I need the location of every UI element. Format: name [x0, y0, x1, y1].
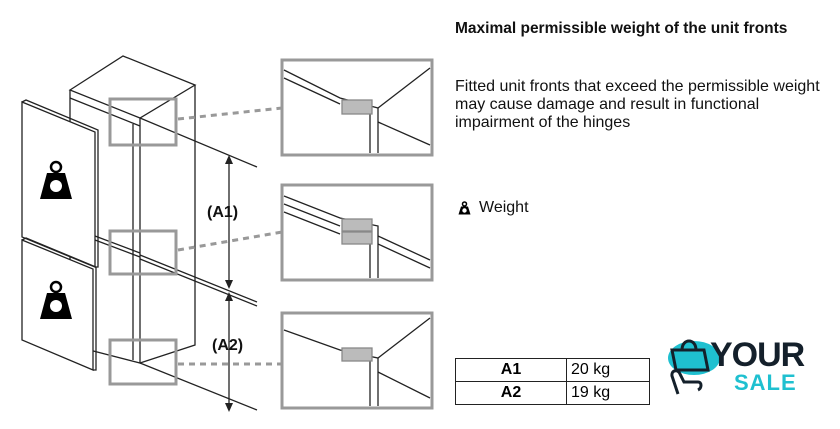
detail-hinge-bottom: [283, 317, 431, 406]
logo-text-sale: SALE: [734, 370, 797, 395]
table-key: A2: [455, 381, 567, 405]
hinge-highlight-bottom: [108, 338, 178, 386]
table-key: A1: [455, 358, 567, 382]
table-value: 20 kg: [566, 358, 650, 382]
table-value: 19 kg: [566, 381, 650, 405]
weight-icon: [40, 280, 72, 319]
yoursale-logo: YOUR SALE: [664, 336, 834, 398]
dimension-label-a2: (A2): [212, 337, 244, 354]
legend-label: Weight: [479, 199, 529, 216]
dimension-arrow-a2: [225, 292, 233, 412]
table-row: A2 19 kg: [455, 381, 650, 405]
logo-text-your: YOUR: [710, 336, 805, 374]
dimension-arrow-a1: [225, 155, 233, 289]
hinge-highlight-top: [108, 97, 178, 147]
weight-icon: [458, 201, 471, 215]
dimension-label-a1: (A1): [207, 204, 239, 221]
weight-icon: [40, 160, 72, 199]
cabinet-body: [68, 55, 197, 364]
description-text: Fitted unit fronts that exceed the permi…: [455, 78, 820, 131]
detail-hinge-top: [283, 67, 431, 153]
section-title: Maximal permissible weight of the unit f…: [455, 20, 788, 37]
hinge-highlight-middle: [108, 229, 178, 276]
weight-table: A1 20 kg A2 19 kg: [455, 358, 650, 405]
shopping-bag-hand-icon: [668, 339, 720, 395]
legend-weight: Weight: [458, 199, 529, 217]
table-row: A1 20 kg: [455, 358, 650, 382]
detail-hinge-middle: [283, 195, 431, 278]
